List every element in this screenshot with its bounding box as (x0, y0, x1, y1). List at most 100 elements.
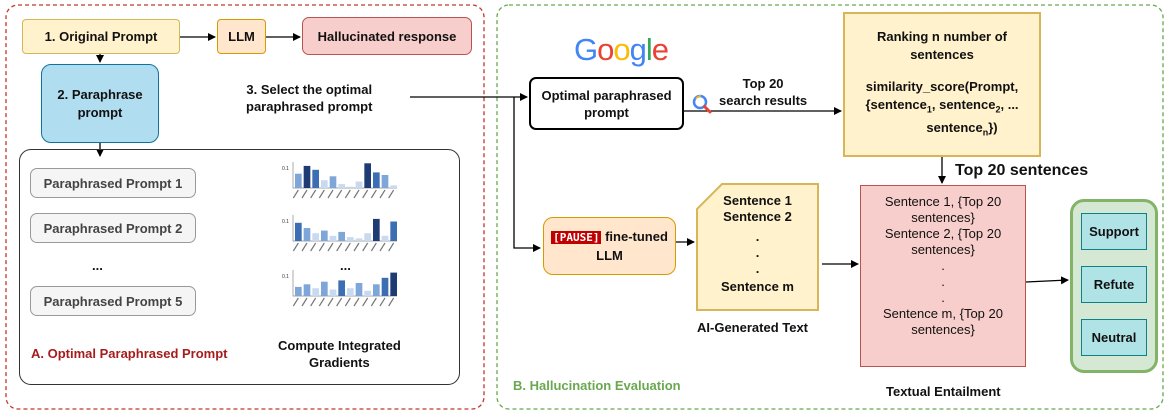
ig-bar (338, 231, 345, 241)
similarity-sub1: 1 (926, 104, 932, 115)
entail-line: Sentence 2, {Top 20 (884, 226, 1002, 241)
ig-bar (373, 218, 380, 241)
ranking-line1: Ranking n number of (877, 28, 1007, 44)
llm-box: LLM (217, 19, 266, 54)
ig-bar (373, 172, 380, 188)
top20-line1: Top 20 (742, 76, 784, 91)
ig-bar (347, 237, 354, 241)
ai-text-line: Sentence m (721, 279, 794, 294)
ig-tick-label (344, 242, 351, 252)
similarity-line3-post: }) (988, 119, 998, 135)
label-neutral: Neutral (1081, 319, 1147, 356)
ig-bar (295, 173, 302, 188)
ig-ytick: 0.1 (282, 166, 289, 172)
ig-bar (321, 230, 328, 241)
paraphrased-prompts-container (19, 149, 460, 385)
paraphrased-prompt-1-label: Paraphrased Prompt 1 (43, 175, 183, 191)
arrow-select-to-pause-llm (513, 97, 541, 252)
ig-bar (295, 286, 302, 296)
ig-tick-label (388, 297, 395, 307)
ig-bar (381, 277, 389, 296)
ai-text-line: . (755, 245, 760, 260)
label-support-text: Support (1089, 224, 1139, 239)
ig-tick-label (301, 189, 308, 199)
similarity-line1: similarity_score(Prompt, (865, 78, 1019, 94)
ig-tick-label (362, 297, 369, 307)
pause-tag: [PAUSE] (551, 230, 602, 244)
ig-tick-label (370, 242, 377, 252)
ig-bar (303, 284, 311, 296)
ig-tick-label (327, 297, 334, 307)
ig-tick-label (388, 242, 395, 252)
label-refute: Refute (1081, 266, 1147, 303)
ig-ytick: 0.1 (282, 274, 289, 280)
label-support: Support (1081, 213, 1147, 250)
ai-text-line: Sentence 2 (723, 209, 792, 224)
google-letter: o (613, 32, 630, 67)
ig-tick-label (353, 242, 360, 252)
ig-axis (292, 162, 397, 189)
ig-tick-label (310, 297, 317, 307)
panel-a-border (5, 4, 485, 410)
ig-bar (312, 169, 319, 188)
arrow-entailment-to-labels (1025, 276, 1069, 285)
original-prompt-box: 1. Original Prompt (22, 19, 180, 54)
ig-tick-label (379, 297, 386, 307)
similarity-line2: {sentence1, sentence2, ... (865, 96, 1018, 119)
ig-tick-label (292, 242, 299, 252)
ig-tick-label (336, 242, 343, 252)
ai-text-line: . (755, 229, 760, 244)
ig-bar (303, 228, 311, 241)
entail-line: . (941, 290, 945, 305)
ig-bar (347, 288, 354, 296)
ig-bar (364, 163, 371, 188)
ig-bar (303, 165, 311, 188)
panel-b-title: B. Hallucination Evaluation (513, 378, 681, 393)
ig-bar (295, 222, 302, 241)
paraphrased-prompt-5: Paraphrased Prompt 5 (30, 286, 196, 316)
entail-line: sentences} (911, 322, 975, 337)
pause-llm-line1: [PAUSE] fine-tuned (551, 228, 668, 247)
paraphrase-label-line1: 2. Paraphrase (57, 86, 143, 102)
ranking-box: Ranking n number of sentences similarity… (843, 12, 1041, 157)
ai-text-line: . (755, 261, 760, 276)
similarity-subn: n (982, 127, 989, 138)
ig-tick-label (362, 189, 369, 199)
ig-tick-label (292, 189, 299, 199)
label-neutral-text: Neutral (1091, 330, 1137, 345)
ig-ytick: 0.1 (282, 219, 289, 225)
panel-a-title: A. Optimal Paraphrased Prompt (31, 346, 228, 361)
ig-ellipsis: ... (340, 258, 351, 273)
ig-bar (381, 235, 389, 241)
ig-tick-label (301, 297, 308, 307)
pause-llm-box: [PAUSE] fine-tuned LLM (543, 217, 676, 275)
top20-sentences-label: Top 20 sentences (955, 162, 1089, 179)
ig-tick-label (336, 189, 343, 199)
ig-tick-label (353, 297, 360, 307)
ig-tick-label (301, 242, 308, 252)
entailment-caption: Textual Entailment (886, 384, 1001, 399)
similarity-line2-pre: {sentence (865, 96, 927, 112)
ig-tick-label (379, 242, 386, 252)
ig-bar (390, 221, 397, 241)
similarity-line3: sentencen}) (886, 119, 997, 142)
similarity-sub2: 2 (995, 104, 1001, 115)
ai-text-lines: Sentence 1 Sentence 2 . . . Sentence m (697, 193, 818, 295)
ig-tick-label (336, 297, 343, 307)
google-logo: Google (574, 32, 669, 68)
google-letter: l (645, 32, 653, 67)
ig-bar (381, 175, 389, 188)
panel-b-border (496, 4, 1164, 410)
ig-bar (338, 280, 345, 296)
ai-text-caption: AI-Generated Text (697, 320, 809, 335)
ig-caption: Compute Integrated Gradients (278, 337, 401, 371)
ig-bar (329, 176, 337, 188)
ig-bar (329, 289, 337, 296)
ig-bar (312, 288, 319, 296)
optimal-prompt-line1: Optimal paraphrased (541, 87, 672, 103)
ig-tick-label (327, 242, 334, 252)
ig-tick-label (344, 297, 351, 307)
ig-bar (373, 284, 380, 296)
integrated-gradients-charts: 0.1 0.1 0.1 (282, 162, 397, 307)
